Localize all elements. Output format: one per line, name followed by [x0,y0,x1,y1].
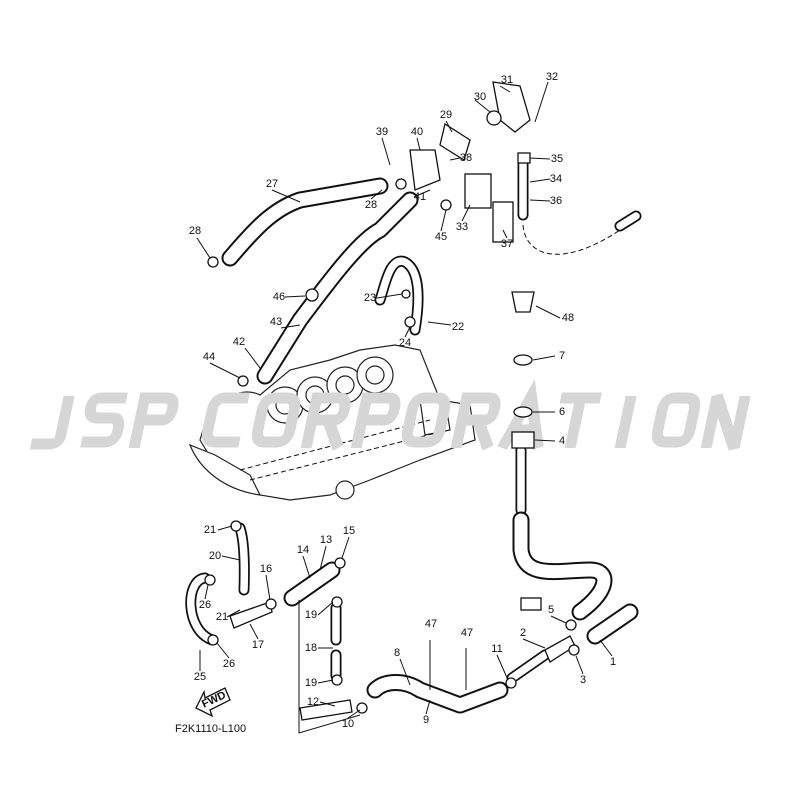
part-label: 14 [297,544,309,556]
part-label: 17 [252,639,264,651]
part-label: 10 [342,718,354,730]
part-label: 16 [260,563,272,575]
part-label: 39 [376,126,388,138]
part-label: 20 [209,550,221,562]
part-label: 45 [435,231,447,243]
part-label: 3 [580,674,586,686]
part-label: 21 [216,611,228,623]
part-label: 11 [491,643,502,655]
part-label: 9 [423,714,429,726]
part-label: 32 [546,71,558,83]
part-label: 38 [460,152,472,164]
part-label: 46 [273,291,285,303]
part-labels: 32 31 30 29 40 39 38 35 34 36 27 28 41 4… [189,71,616,730]
part-label: 1 [610,656,616,668]
part-label: 21 [204,524,216,536]
part-label: 41 [414,191,426,203]
part-label: 2 [520,627,526,639]
part-label: 40 [411,126,423,138]
watermark-letter [450,392,501,451]
watermark-letter [29,396,75,450]
part-label: 12 [307,696,319,708]
part-label: 47 [425,618,437,630]
part-label: 28 [189,225,201,237]
part-label: 25 [194,671,206,683]
watermark-letter [80,392,128,448]
watermark-letter [651,392,701,448]
watermark-logo [29,379,751,451]
watermark-letter [700,393,751,451]
part-label: 19 [305,609,317,621]
part-label: 48 [562,312,574,324]
part-label: 6 [559,406,565,418]
watermark-letter [251,392,301,448]
hoses [185,154,642,714]
part-label: 35 [551,153,563,165]
part-label: 43 [270,316,282,328]
part-label: 26 [199,599,211,611]
part-label: 13 [320,534,332,546]
part-label: 7 [559,350,565,362]
fwd-arrow: FWD [195,687,231,718]
watermark-letter [614,396,637,448]
watermark-letter [401,392,451,448]
part-label: 44 [203,351,215,363]
watermark-letter [350,392,401,448]
part-label: 42 [233,336,245,348]
part-label: 31 [501,74,513,86]
part-label: 37 [501,238,513,250]
part-label: 18 [305,642,317,654]
part-label: 4 [559,435,565,447]
part-label: 15 [343,525,355,537]
part-label: 36 [550,195,562,207]
part-label: 8 [394,647,400,659]
watermark-letter [300,392,351,451]
part-label: 23 [364,292,376,304]
watermark-letter [201,392,250,448]
part-label: 5 [548,604,554,616]
part-label: 29 [440,109,452,121]
part-label: 24 [399,337,411,349]
watermark-letter [128,392,179,448]
leader-lines [196,81,613,719]
part-label: 19 [305,677,317,689]
part-label: 26 [223,658,235,670]
watermark-letter [559,392,602,448]
part-label: 28 [365,199,377,211]
group-bracket [298,600,361,734]
part-label: 34 [550,173,562,185]
part-label: 22 [452,321,464,333]
watermark-letter [497,379,544,450]
part-label: 47 [461,627,473,639]
part-label: 33 [456,221,468,233]
part-label: 27 [266,178,278,190]
diagram-code: F2K1110-L100 [175,723,246,735]
fittings [204,81,580,721]
part-label: 30 [474,91,486,103]
